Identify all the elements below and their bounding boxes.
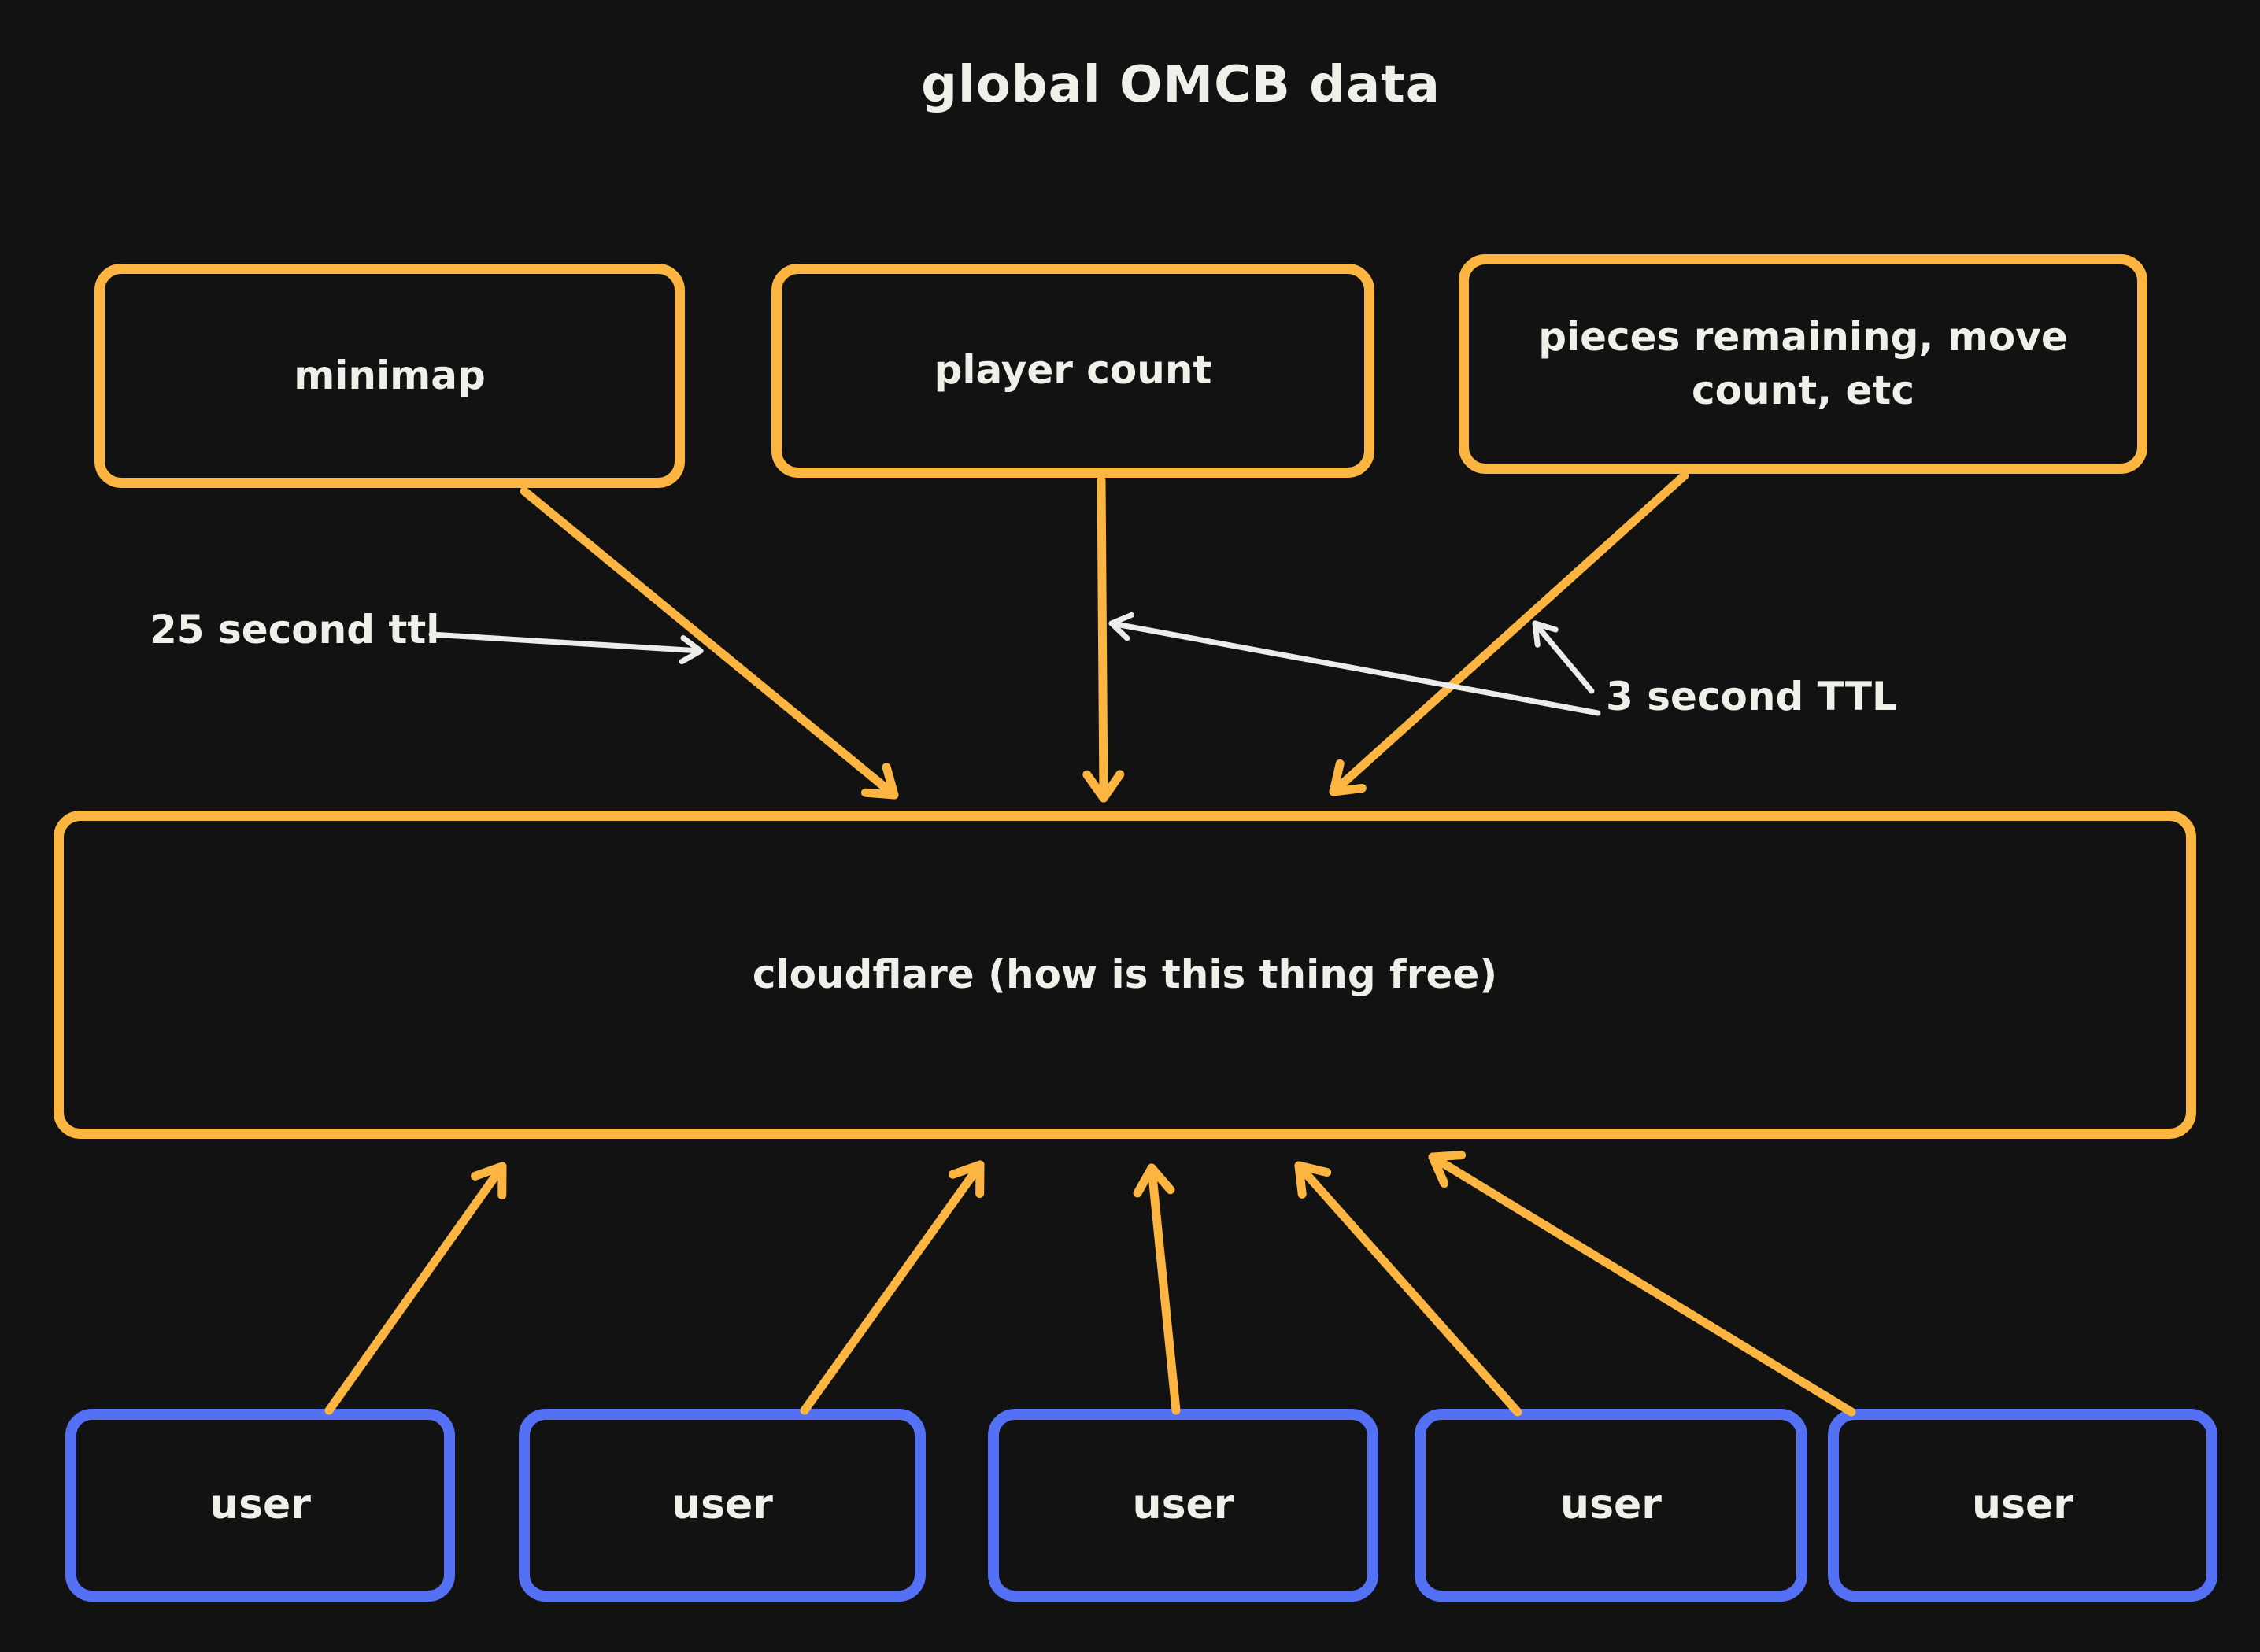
node-user-5[interactable]: user	[1828, 1409, 2217, 1602]
arrow-annotation-3ttl-to-playercount[interactable]	[1108, 612, 1601, 716]
node-user-1[interactable]: user	[65, 1409, 455, 1602]
arrow-minimap-to-cloudflare[interactable]	[520, 486, 899, 800]
arrow-user2-to-cloudflare[interactable]	[800, 1160, 985, 1415]
node-user-2[interactable]: user	[519, 1409, 926, 1602]
arrow-annotation-3ttl-to-pieces[interactable]	[1532, 620, 1595, 694]
node-cloudflare-label: cloudflare (how is this thing free)	[752, 951, 1498, 997]
node-pieces-remaining[interactable]: pieces remaining, move count, etc	[1459, 254, 2147, 474]
node-user-2-label: user	[671, 1481, 773, 1529]
node-pieces-remaining-label: pieces remaining, move count, etc	[1538, 314, 2068, 413]
node-user-1-label: user	[209, 1481, 311, 1529]
annotation-25-second-ttl[interactable]: 25 second ttl	[150, 607, 440, 652]
node-user-3[interactable]: user	[988, 1409, 1378, 1602]
arrow-user5-to-cloudflare[interactable]	[1428, 1151, 1856, 1417]
arrow-user4-to-cloudflare[interactable]	[1294, 1161, 1522, 1417]
arrow-user3-to-cloudflare[interactable]	[1133, 1163, 1181, 1415]
node-minimap[interactable]: minimap	[94, 264, 685, 488]
node-user-4-label: user	[1560, 1481, 1662, 1529]
node-player-count-label: player count	[934, 347, 1212, 394]
node-user-4[interactable]: user	[1415, 1409, 1807, 1602]
node-user-5-label: user	[1972, 1481, 2073, 1529]
arrow-pieces-to-cloudflare[interactable]	[1329, 471, 1689, 796]
diagram-title[interactable]: global OMCB data	[921, 56, 1441, 114]
arrow-annotation-25ttl[interactable]	[428, 631, 704, 665]
arrow-user1-to-cloudflare[interactable]	[324, 1162, 507, 1415]
arrow-player-count-to-cloudflare[interactable]	[1082, 475, 1125, 803]
node-user-3-label: user	[1132, 1481, 1234, 1529]
annotation-3-second-ttl[interactable]: 3 second TTL	[1606, 674, 1897, 719]
node-minimap-label: minimap	[294, 352, 486, 398]
node-player-count[interactable]: player count	[771, 264, 1374, 478]
node-cloudflare[interactable]: cloudflare (how is this thing free)	[54, 811, 2196, 1139]
